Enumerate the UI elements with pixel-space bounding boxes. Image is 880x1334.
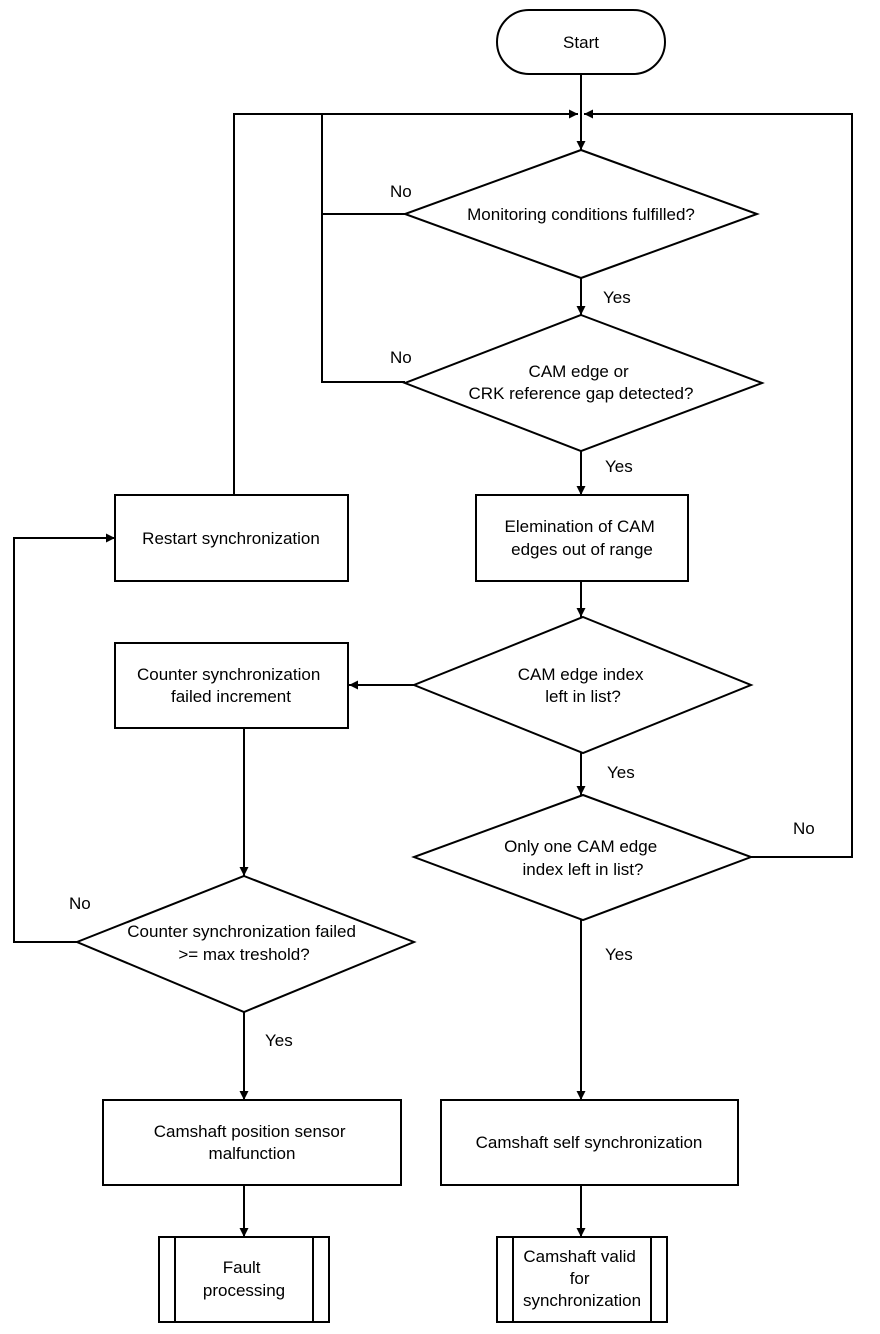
process-counter-increment: Counter synchronization failed increment xyxy=(114,642,349,729)
edge-cam-edge-no xyxy=(321,214,405,383)
process-sensor-malfunction-label: Camshaft position sensor malfunction xyxy=(154,1122,351,1163)
camshaft-valid-label: Camshaft valid for synchronization xyxy=(523,1247,641,1310)
label-monitoring-yes: Yes xyxy=(603,288,631,307)
label-cam-edge-yes: Yes xyxy=(605,457,633,476)
edge-labels: No Yes No Yes Yes No Yes No Yes xyxy=(69,182,815,1050)
edge-monitoring-no xyxy=(321,109,578,215)
decision-index-left: CAM edge index left in list? xyxy=(411,615,754,755)
process-elimination: Elemination of CAM edges out of range xyxy=(475,494,689,582)
connectors xyxy=(13,74,853,1237)
label-only-one-yes: Yes xyxy=(605,945,633,964)
fault-processing-label: Fault processing xyxy=(203,1258,285,1300)
edge-only-one-no xyxy=(584,109,853,858)
process-self-sync: Camshaft self synchronization xyxy=(440,1099,739,1186)
process-sensor-malfunction: Camshaft position sensor malfunction xyxy=(102,1099,402,1186)
decision-only-one: Only one CAM edge index left in list? xyxy=(411,793,754,922)
label-cam-edge-no: No xyxy=(390,348,412,367)
decision-cam-edge-label: CAM edge or CRK reference gap detected? xyxy=(469,362,694,403)
label-counter-yes: Yes xyxy=(265,1031,293,1050)
label-counter-no: No xyxy=(69,894,91,913)
start-label: Start xyxy=(563,33,599,52)
process-self-sync-label: Camshaft self synchronization xyxy=(476,1133,703,1152)
predefined-fault-processing: Fault processing xyxy=(158,1236,330,1323)
edge-counter-no xyxy=(13,533,115,943)
decision-monitoring: Monitoring conditions fulfilled? xyxy=(402,148,760,280)
decision-counter-check-label: Counter synchronization failed >= max tr… xyxy=(127,922,360,964)
start-terminal: Start xyxy=(496,9,666,75)
decision-only-one-label: Only one CAM edge index left in list? xyxy=(504,837,662,879)
process-restart-label: Restart synchronization xyxy=(142,529,320,548)
decision-cam-edge: CAM edge or CRK reference gap detected? xyxy=(402,313,765,453)
process-restart: Restart synchronization xyxy=(114,494,349,582)
process-counter-increment-label: Counter synchronization failed increment xyxy=(137,665,325,706)
process-elimination-label: Elemination of CAM edges out of range xyxy=(505,517,660,559)
label-monitoring-no: No xyxy=(390,182,412,201)
decision-monitoring-label: Monitoring conditions fulfilled? xyxy=(467,205,695,224)
decision-index-left-label: CAM edge index left in list? xyxy=(518,665,648,706)
label-only-one-no: No xyxy=(793,819,815,838)
decision-counter-check: Counter synchronization failed >= max tr… xyxy=(74,874,417,1014)
predefined-camshaft-valid: Camshaft valid for synchronization xyxy=(496,1236,668,1323)
label-index-left-yes: Yes xyxy=(607,763,635,782)
edge-restart-to-top xyxy=(233,113,322,495)
